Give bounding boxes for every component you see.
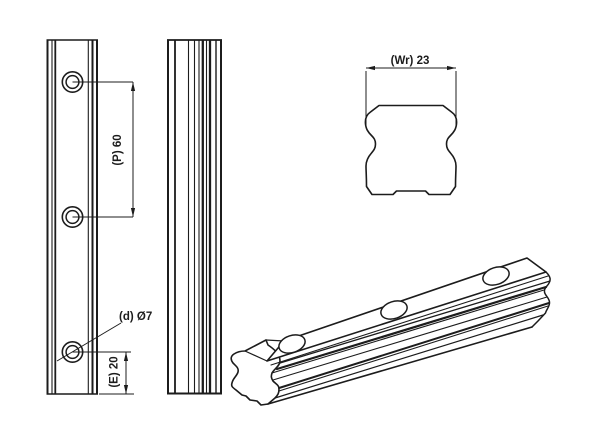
dimension-pitch-label: (P) 60	[112, 134, 124, 165]
cross-section-view: (Wr) 23	[364, 55, 458, 196]
rail-profile-outline	[364, 104, 458, 196]
iso-mounting-hole	[278, 334, 306, 354]
iso-groove-line	[279, 280, 551, 364]
arrowhead-up	[130, 82, 136, 91]
iso-groove-line	[270, 275, 549, 366]
arrowhead-down	[123, 385, 129, 394]
dimension-rail-width: (Wr) 23	[365, 55, 457, 126]
iso-groove-line	[271, 289, 545, 374]
iso-groove-line	[278, 302, 550, 389]
arrowhead-up	[123, 352, 129, 361]
iso-groove-line	[274, 314, 544, 399]
iso-mounting-hole	[380, 300, 408, 320]
iso-mounting-hole	[482, 266, 510, 286]
arrowhead-left	[366, 65, 375, 71]
dimension-end-distance-label: (E) 20	[109, 356, 121, 387]
dimension-hole-diameter: (d) Ø7	[56, 311, 152, 362]
iso-groove-line	[278, 305, 549, 392]
iso-right-end-face	[531, 271, 551, 328]
isometric-view	[230, 257, 551, 406]
iso-bottom-edge	[267, 326, 533, 405]
leader-line	[56, 322, 122, 362]
iso-groove-line	[275, 285, 548, 371]
iso-groove-line	[272, 296, 548, 381]
iso-end-face	[230, 339, 281, 406]
arrowhead-right	[447, 65, 456, 71]
dimension-end-distance: (E) 20	[72, 351, 134, 395]
iso-end-bevel-edge	[244, 350, 268, 362]
side-view	[167, 39, 222, 395]
dimension-hole-diameter-label: (d) Ø7	[119, 311, 152, 323]
dimension-pitch: (P) 60	[72, 81, 136, 218]
dimension-rail-width-label: (Wr) 23	[391, 55, 430, 67]
arrowhead-down	[130, 208, 136, 217]
